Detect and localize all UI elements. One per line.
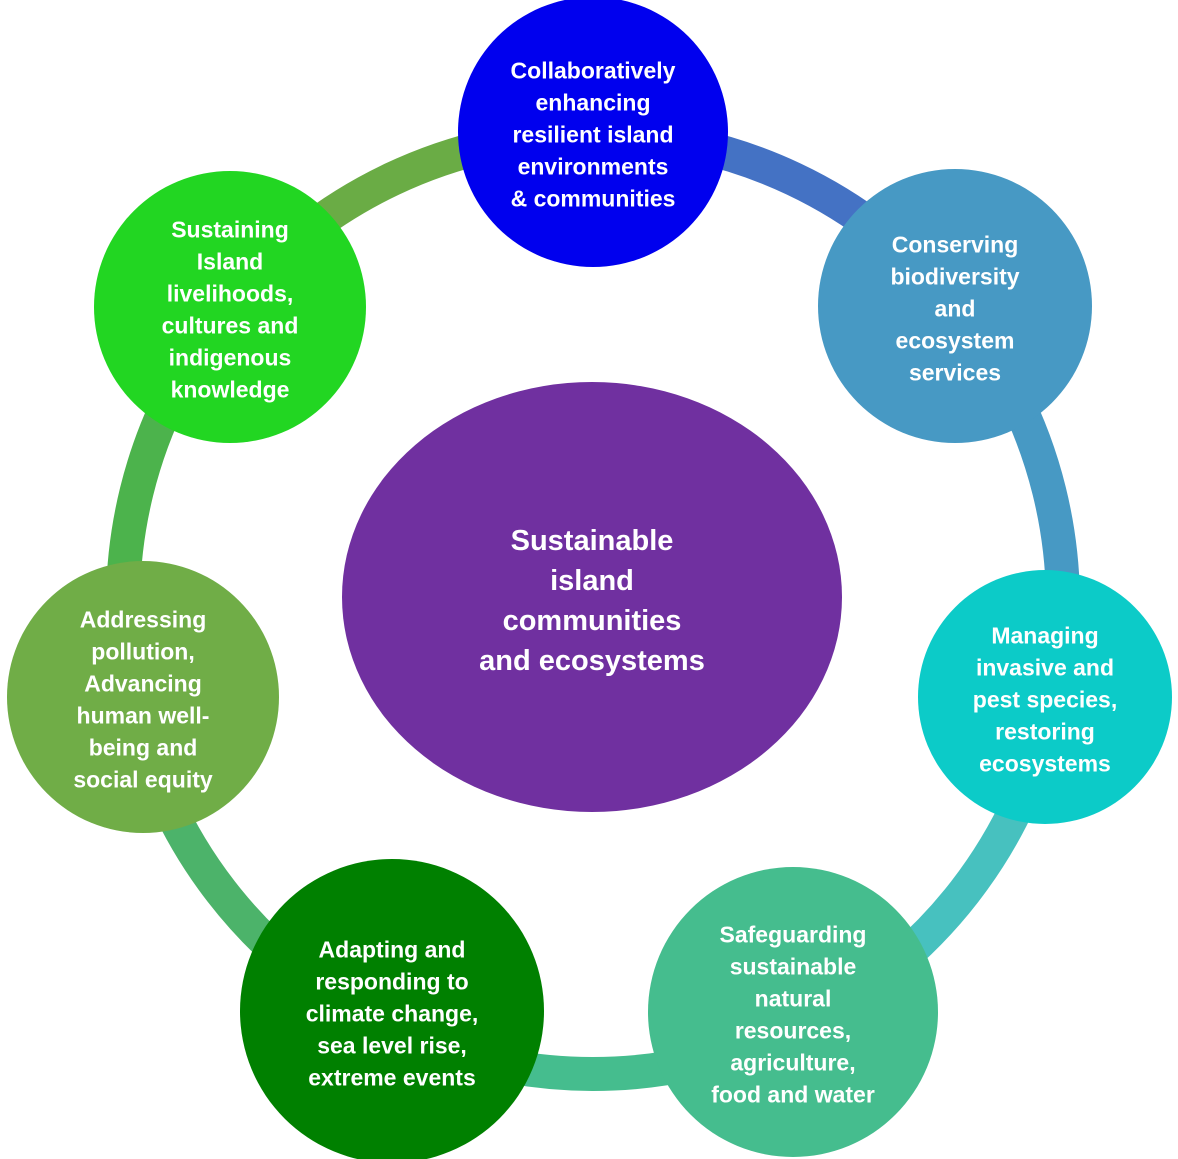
node-invasive-species-label-line-4: restoring: [995, 719, 1095, 745]
node-livelihoods-circle: [94, 171, 366, 443]
node-natural-resources-label-line-6: food and water: [711, 1082, 875, 1108]
node-pollution-wellbeing-label-line-1: Addressing: [80, 607, 207, 633]
node-natural-resources-label-line-4: resources,: [735, 1018, 851, 1044]
node-pollution-wellbeing-label-line-2: pollution,: [91, 639, 194, 665]
node-climate-change-circle: [240, 859, 544, 1159]
node-invasive-species: Managing invasive and pest species, restori…: [918, 570, 1172, 824]
outcome-nodes: Collaboratively enhancing resilient island…: [7, 0, 1172, 1159]
node-pollution-wellbeing-label-line-3: Advancing: [84, 671, 202, 697]
node-climate-change: Adapting and responding to climate change,…: [240, 859, 544, 1159]
node-pollution-wellbeing-label: Addressing pollution, Advancing human well-…: [73, 607, 213, 793]
center-label-line-2: island: [550, 565, 634, 597]
node-resilience-label: Collaboratively enhancing resilient island…: [511, 58, 676, 212]
node-livelihoods-label-line-5: indigenous: [169, 345, 292, 371]
node-pollution-wellbeing-label-line-5: being and: [89, 735, 198, 761]
node-invasive-species-label-line-1: Managing: [991, 623, 1098, 649]
node-resilience-label-line-4: environments: [518, 154, 669, 180]
node-livelihoods-label-line-1: Sustaining: [171, 217, 289, 243]
node-invasive-species-label: Managing invasive and pest species, restori…: [973, 623, 1117, 777]
node-pollution-wellbeing-circle: [7, 561, 279, 833]
node-biodiversity-label-line-2: biodiversity: [890, 264, 1019, 290]
node-invasive-species-label-line-2: invasive and: [976, 655, 1114, 681]
node-pollution-wellbeing-label-line-6: social equity: [73, 767, 213, 793]
node-natural-resources-label-line-5: agriculture,: [730, 1050, 855, 1076]
node-resilience-label-line-1: Collaboratively: [511, 58, 676, 84]
node-climate-change-label: Adapting and responding to climate change,…: [306, 937, 479, 1091]
node-livelihoods-label-line-3: livelihoods,: [167, 281, 294, 307]
center-label-line-3: communities: [503, 605, 682, 637]
center-label: Sustainable island communities and ecosyste…: [479, 525, 705, 677]
node-climate-change-label-line-5: extreme events: [308, 1065, 476, 1091]
center-label-line-1: Sustainable: [511, 525, 674, 557]
node-climate-change-label-line-1: Adapting and: [319, 937, 466, 963]
node-invasive-species-label-line-3: pest species,: [973, 687, 1117, 713]
node-climate-change-label-line-3: climate change,: [306, 1001, 479, 1027]
center-hub: Sustainable island communities and ecosyste…: [342, 382, 842, 812]
node-invasive-species-label-line-5: ecosystems: [979, 751, 1111, 777]
node-livelihoods-label-line-4: cultures and: [162, 313, 299, 339]
node-biodiversity-label: Conserving biodiversity and ecosystem servic…: [890, 232, 1019, 386]
center-ellipse: [342, 382, 842, 812]
node-biodiversity-label-line-1: Conserving: [892, 232, 1019, 258]
node-natural-resources: Safeguarding sustainable natural resources,…: [648, 867, 938, 1157]
node-natural-resources-label: Safeguarding sustainable natural resources,…: [711, 922, 875, 1108]
node-natural-resources-label-line-1: Safeguarding: [720, 922, 867, 948]
node-pollution-wellbeing-label-line-4: human well-: [77, 703, 210, 729]
node-livelihoods-label-line-6: knowledge: [171, 377, 290, 403]
node-biodiversity-label-line-3: and: [935, 296, 976, 322]
node-climate-change-label-line-2: responding to: [315, 969, 468, 995]
node-invasive-species-circle: [918, 570, 1172, 824]
node-biodiversity: Conserving biodiversity and ecosystem servic…: [818, 169, 1092, 443]
node-livelihoods-label-line-2: Island: [197, 249, 263, 275]
node-resilience-label-line-2: enhancing: [535, 90, 650, 116]
node-natural-resources-label-line-3: natural: [755, 986, 832, 1012]
node-resilience-circle: [458, 0, 728, 267]
node-resilience: Collaboratively enhancing resilient island…: [458, 0, 728, 267]
node-natural-resources-circle: [648, 867, 938, 1157]
node-natural-resources-label-line-2: sustainable: [730, 954, 857, 980]
node-resilience-label-line-3: resilient island: [512, 122, 673, 148]
node-biodiversity-label-line-5: services: [909, 360, 1001, 386]
node-climate-change-label-line-4: sea level rise,: [317, 1033, 467, 1059]
node-biodiversity-circle: [818, 169, 1092, 443]
node-resilience-label-line-5: & communities: [511, 186, 676, 212]
node-pollution-wellbeing: Addressing pollution, Advancing human well-…: [7, 561, 279, 833]
node-biodiversity-label-line-4: ecosystem: [896, 328, 1015, 354]
center-label-line-4: and ecosystems: [479, 645, 705, 677]
